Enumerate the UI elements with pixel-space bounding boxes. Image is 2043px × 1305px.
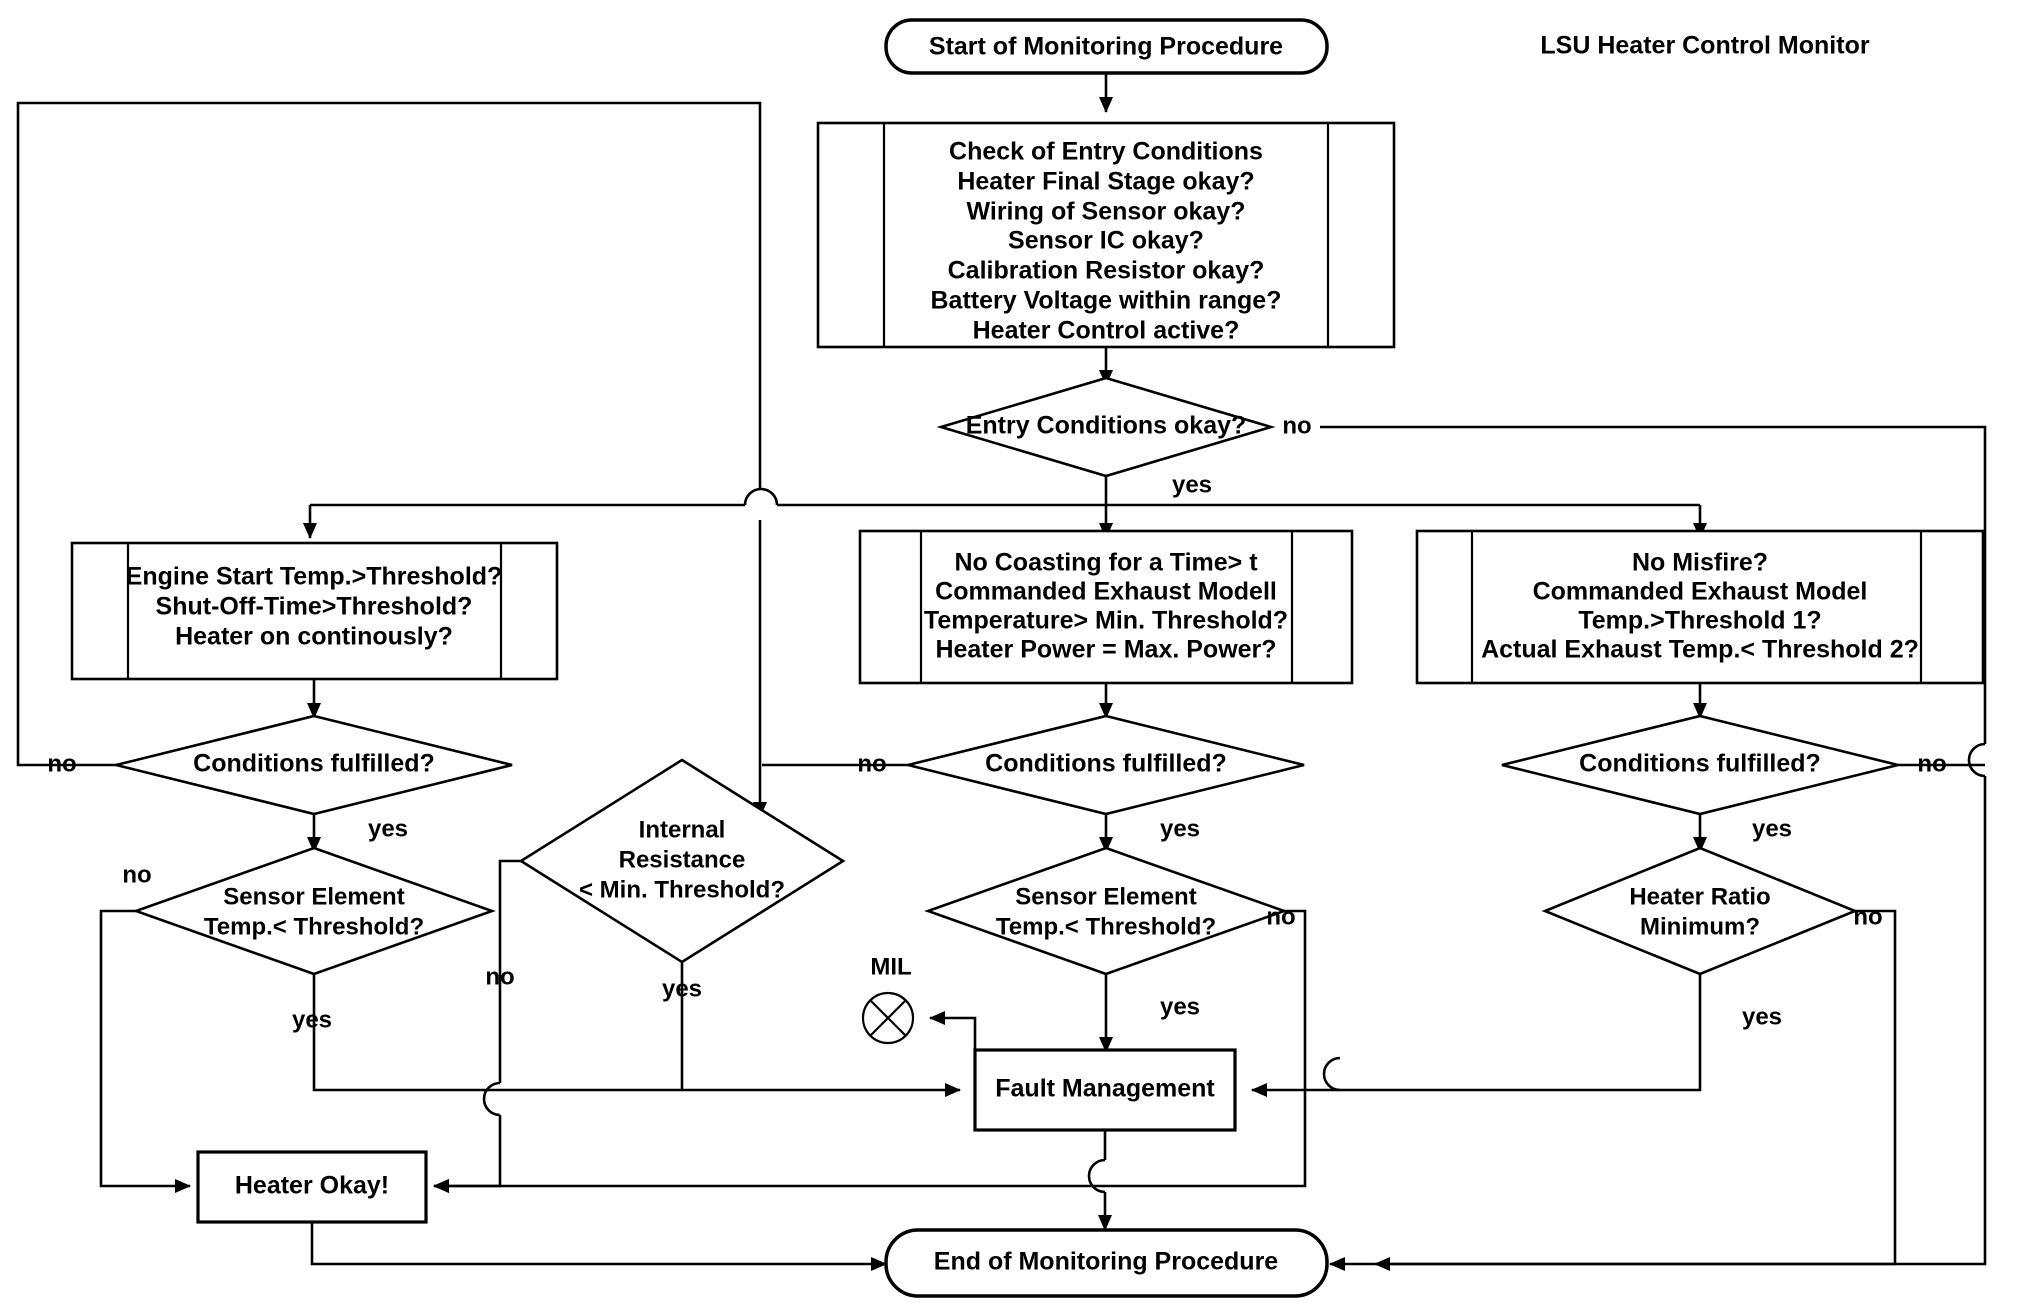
node-heater-ratio: Heater Ratio Minimum? — [1541, 846, 1859, 976]
branch-right-line-3: Actual Exhaust Temp.< Threshold 2? — [1481, 636, 1919, 664]
sensor-mid-line-0: Sensor Element — [1015, 883, 1196, 910]
node-end: End of Monitoring Procedure — [884, 1228, 1329, 1298]
internal-res-line-1: Resistance — [619, 846, 746, 873]
jump-arc-fault-down — [1087, 1158, 1106, 1194]
branch-right-line-1: Commanded Exhaust Model — [1533, 578, 1868, 606]
cond-left-label: Conditions fulfilled? — [193, 750, 435, 778]
node-heater-okay: Heater Okay! — [196, 1150, 428, 1224]
label-entry-no: no — [1282, 412, 1311, 439]
label-left-sensor-no: no — [122, 861, 151, 888]
mil-label: MIL — [870, 953, 911, 980]
branch-left-line-2: Heater on continously? — [175, 623, 453, 651]
edge-ir-no-b — [433, 1115, 502, 1193]
edge-entry-no — [1320, 425, 1987, 744]
branch-left-line-0: Engine Start Temp.>Threshold? — [126, 563, 503, 591]
label-ratio-no: no — [1853, 903, 1882, 930]
entry-check-line-4: Calibration Resistor okay? — [948, 257, 1265, 285]
edge-left-sensor-no — [99, 909, 191, 1193]
label-entry-yes: yes — [1172, 471, 1212, 498]
label-mid-sensor-yes: yes — [1160, 993, 1200, 1020]
edge-entry-no-to-end — [1329, 776, 1987, 1271]
label-left-sensor-yes: yes — [292, 1006, 332, 1033]
edge-left-sensor-yes — [312, 974, 485, 1092]
node-start-label: Start of Monitoring Procedure — [929, 33, 1283, 61]
entry-check-line-3: Sensor IC okay? — [1008, 227, 1204, 255]
entry-check-line-5: Battery Voltage within range? — [931, 287, 1282, 315]
label-mid-cond-yes: yes — [1160, 815, 1200, 842]
page-title: LSU Heater Control Monitor — [1540, 32, 1869, 60]
node-entry-decision: Entry Conditions okay? — [936, 376, 1276, 478]
entry-check-line-0: Check of Entry Conditions — [949, 138, 1263, 166]
heater-ratio-line-0: Heater Ratio — [1629, 883, 1770, 910]
edge-ir-no-a — [498, 859, 521, 1083]
branch-mid-line-2: Temperature> Min. Threshold? — [924, 607, 1288, 635]
branch-mid-line-0: No Coasting for a Time> t — [954, 549, 1258, 577]
branch-right-line-0: No Misfire? — [1632, 549, 1768, 577]
sensor-left-line-1: Temp.< Threshold? — [204, 913, 424, 940]
heater-ratio-line-1: Minimum? — [1640, 913, 1760, 940]
edge-ratio-no — [1855, 909, 1897, 1264]
heater-okay-label: Heater Okay! — [235, 1172, 389, 1200]
entry-check-line-2: Wiring of Sensor okay? — [967, 198, 1246, 226]
node-start: Start of Monitoring Procedure — [884, 18, 1329, 75]
label-right-cond-yes: yes — [1752, 815, 1792, 842]
branch-mid-line-3: Heater Power = Max. Power? — [935, 636, 1276, 664]
label-mid-sensor-no: no — [1266, 903, 1295, 930]
jump-arc-ratio-yes — [1322, 1056, 1341, 1092]
node-cond-left: Conditions fulfilled? — [115, 714, 513, 816]
label-left-cond-yes: yes — [368, 815, 408, 842]
node-entry-check: Check of Entry Conditions Heater Final S… — [816, 121, 1396, 349]
cond-mid-label: Conditions fulfilled? — [985, 750, 1227, 778]
node-end-label: End of Monitoring Procedure — [934, 1248, 1279, 1276]
entry-decision-label: Entry Conditions okay? — [966, 412, 1247, 440]
jump-arc-ir-no — [482, 1081, 501, 1117]
branch-right-line-2: Temp.>Threshold 1? — [1578, 607, 1821, 635]
node-cond-right: Conditions fulfilled? — [1501, 714, 1899, 816]
internal-res-line-2: < Min. Threshold? — [579, 876, 785, 903]
edge-fault-to-mil — [929, 1011, 977, 1050]
node-internal-resistance: Internal Resistance < Min. Threshold? — [518, 758, 846, 964]
jump-arc-right-rail — [1967, 742, 1986, 778]
mil-indicator: MIL — [861, 953, 915, 1045]
branch-left-line-1: Shut-Off-Time>Threshold? — [156, 593, 473, 621]
branch-mid-line-1: Commanded Exhaust Modell — [935, 578, 1277, 606]
edge-mid-sensor-no-a — [1244, 909, 1307, 1188]
node-branch-mid: No Coasting for a Time> t Commanded Exha… — [858, 529, 1354, 685]
jump-arc-bus — [743, 487, 779, 506]
node-cond-mid: Conditions fulfilled? — [907, 714, 1305, 816]
sensor-mid-line-1: Temp.< Threshold? — [996, 913, 1216, 940]
node-fault-management: Fault Management — [973, 1048, 1237, 1132]
edge-left-cond-no — [16, 101, 762, 767]
edge-heaterokay-to-end — [310, 1222, 887, 1271]
node-branch-right: No Misfire? Commanded Exhaust Model Temp… — [1415, 529, 1985, 685]
label-ratio-yes: yes — [1742, 1003, 1782, 1030]
node-branch-left: Engine Start Temp.>Threshold? Shut-Off-T… — [70, 541, 559, 681]
edge-ratio-yes-a — [1340, 974, 1702, 1092]
entry-check-line-1: Heater Final Stage okay? — [957, 168, 1254, 196]
node-sensor-mid: Sensor Element Temp.< Threshold? — [924, 846, 1288, 976]
sensor-left-line-0: Sensor Element — [223, 883, 404, 910]
node-sensor-left: Sensor Element Temp.< Threshold? — [132, 846, 496, 976]
fault-management-label: Fault Management — [995, 1075, 1215, 1103]
internal-res-line-0: Internal — [639, 816, 726, 843]
cond-right-label: Conditions fulfilled? — [1579, 750, 1821, 778]
entry-check-line-6: Heater Control active? — [973, 317, 1240, 345]
